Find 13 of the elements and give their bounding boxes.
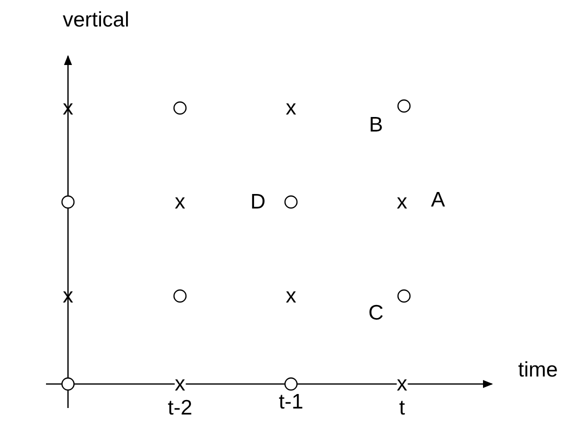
tick-label: t-2 [168, 398, 192, 418]
grid-label: x [286, 286, 296, 306]
grid-label: A [431, 190, 445, 210]
grid-label: D [250, 192, 266, 212]
grid-label: B [369, 114, 383, 136]
axis-label: time [518, 360, 558, 380]
grid-label: C [368, 302, 384, 324]
axis-label: vertical [62, 10, 130, 30]
tick-label: t-1 [278, 392, 304, 412]
tick-label: t [399, 398, 405, 418]
grid-label: x [396, 192, 408, 212]
grid-label: x [174, 192, 186, 212]
grid-label: x [286, 98, 296, 118]
